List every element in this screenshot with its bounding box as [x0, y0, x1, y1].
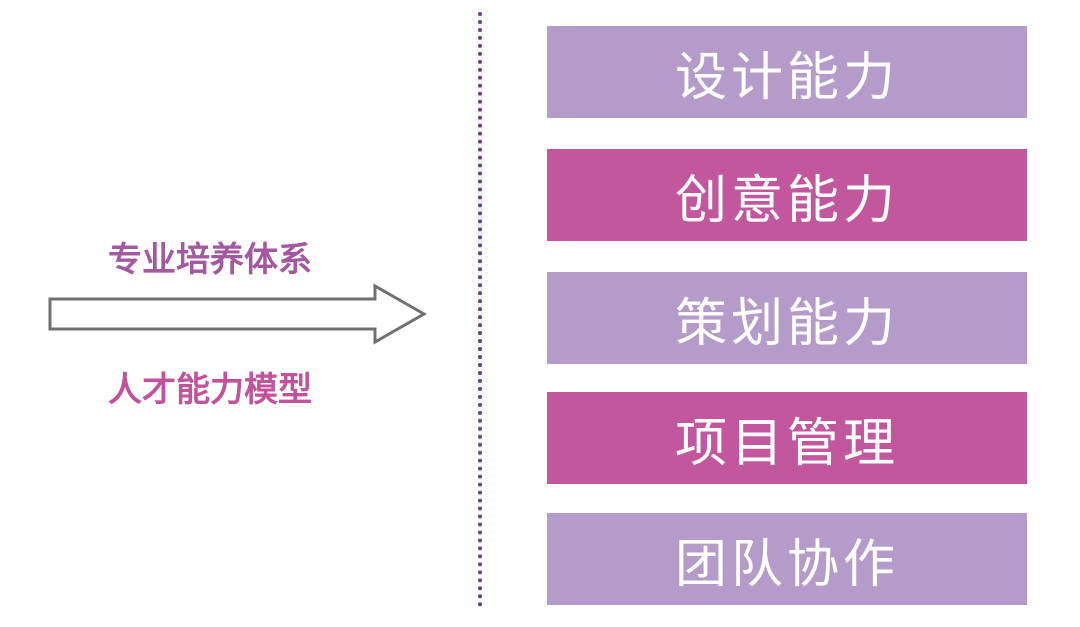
- right-arrow-icon: [48, 283, 428, 345]
- ability-box-project-management: 项目管理: [547, 392, 1027, 484]
- dotted-divider: [478, 12, 482, 607]
- ability-box-design: 设计能力: [547, 26, 1027, 118]
- professional-training-system-label: 专业培养体系: [108, 240, 312, 280]
- ability-box-teamwork: 团队协作: [547, 513, 1027, 605]
- ability-box-creative: 创意能力: [547, 149, 1027, 241]
- ability-box-planning: 策划能力: [547, 272, 1027, 364]
- talent-ability-model-label: 人才能力模型: [108, 370, 312, 410]
